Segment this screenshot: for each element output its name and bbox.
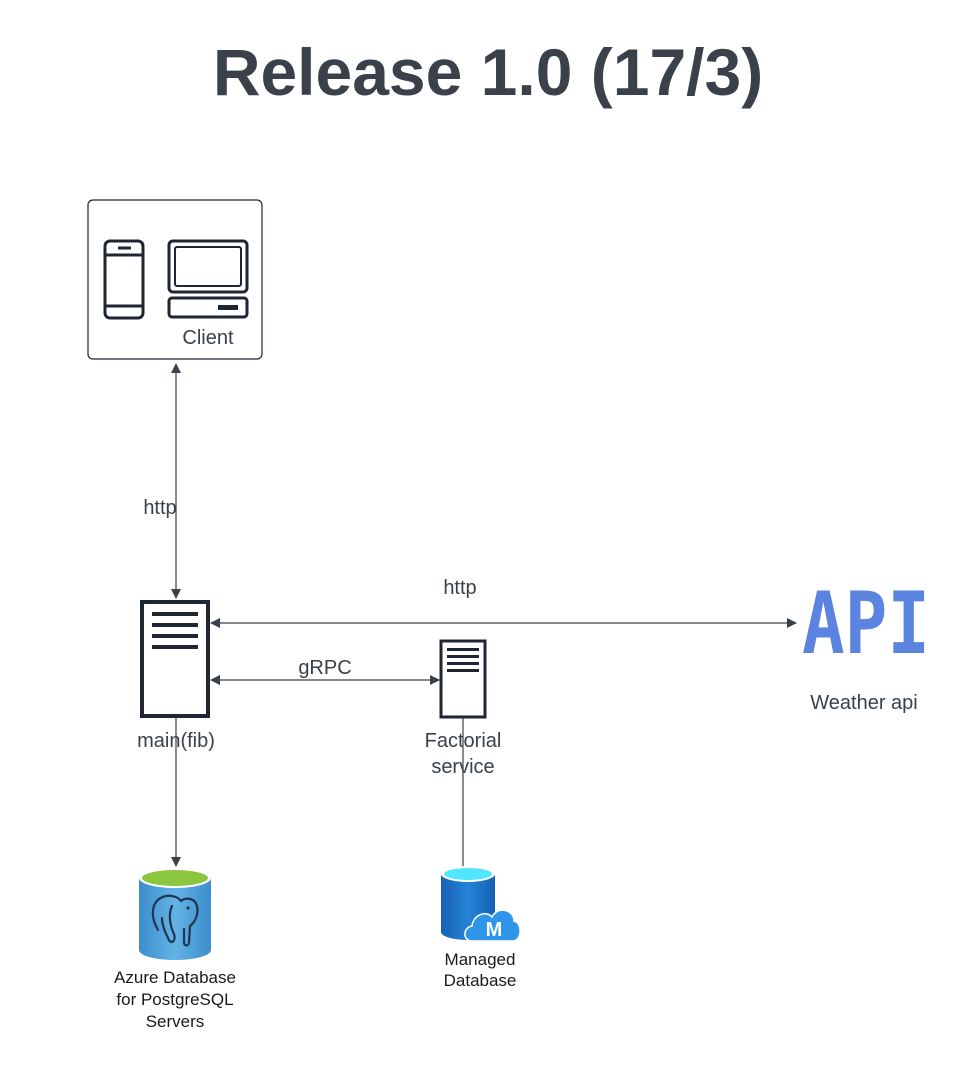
factorial-label-line1: Factorial: [425, 730, 502, 752]
elephant-icon: [151, 894, 199, 947]
postgres-label-line3: Servers: [146, 1012, 205, 1031]
managed-db-badge: M: [486, 919, 503, 941]
postgres-label-line2: for PostgreSQL: [116, 990, 233, 1009]
postgres-db-node[interactable]: Azure Database for PostgreSQL Servers: [114, 868, 236, 1031]
managed-db-label-line2: Database: [444, 971, 517, 990]
main-fib-label: main(fib): [137, 730, 215, 752]
mobile-phone-icon: [103, 239, 145, 320]
edge-main-weather: http: [210, 577, 797, 628]
edge-main-factorial: gRPC: [210, 657, 440, 685]
database-cylinder-icon: [139, 868, 211, 960]
main-fib-node[interactable]: main(fib): [137, 600, 215, 752]
edge-label-client-main-http: http: [143, 497, 176, 519]
edge-label-main-weather-http: http: [443, 577, 476, 599]
page-title: Release 1.0 (17/3): [213, 35, 763, 109]
factorial-service-node[interactable]: Factorial service: [425, 639, 502, 778]
managed-db-label-line1: Managed: [445, 950, 516, 969]
desktop-computer-icon: [167, 239, 249, 319]
client-label: Client: [182, 327, 234, 349]
client-node[interactable]: Client: [87, 199, 263, 360]
server-icon: [140, 600, 210, 718]
weather-api-node[interactable]: API Weather api: [802, 574, 930, 714]
server-icon: [439, 639, 487, 719]
api-logo-icon: API: [802, 574, 930, 674]
factorial-label-line2: service: [431, 756, 494, 778]
postgres-label-line1: Azure Database: [114, 968, 236, 987]
cloud-icon: M: [464, 909, 521, 942]
managed-db-node[interactable]: M Managed Database: [441, 866, 521, 990]
edge-client-main: http: [143, 363, 181, 599]
weather-api-label: Weather api: [810, 692, 917, 714]
edge-label-main-factorial-grpc: gRPC: [298, 657, 351, 679]
